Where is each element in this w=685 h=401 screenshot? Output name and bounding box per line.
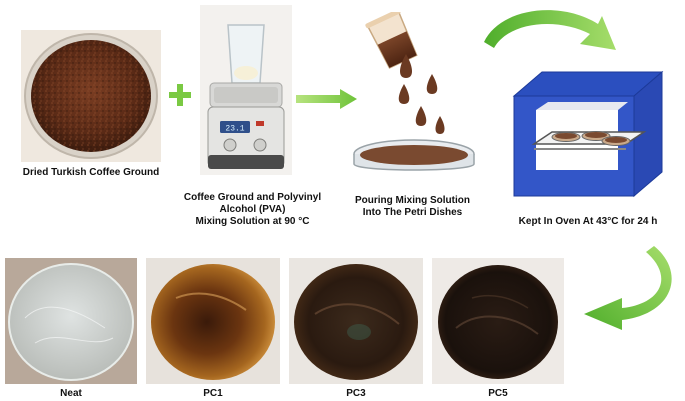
step3-caption-line2: Into The Petri Dishes [362, 207, 463, 218]
plus-icon [169, 84, 191, 106]
sample-pc3-label: PC3 [346, 388, 366, 399]
step2-caption-line3: Mixing Solution at 90 °C [195, 216, 310, 227]
curved-arrow-down-icon [480, 2, 630, 66]
sample-neat-photo [5, 258, 137, 384]
oven-illustration [508, 66, 666, 198]
hotplate-stirrer-photo: 23.1 [200, 5, 292, 175]
sample-pc3-photo [289, 258, 423, 384]
step2-caption: Coffee Ground and Polyvinyl Alcohol (PVA… [160, 192, 345, 228]
sample-pc1-label: PC1 [203, 388, 223, 399]
curved-arrow-left-icon [582, 246, 682, 332]
hotplate-display: 23.1 [225, 125, 244, 134]
step3-caption: Pouring Mixing Solution Into The Petri D… [345, 195, 480, 219]
step1-caption: Dried Turkish Coffee Ground [22, 167, 160, 178]
sample-pc1-photo [146, 258, 280, 384]
right-arrow-icon [296, 88, 358, 110]
step2-caption-line1: Coffee Ground and Polyvinyl [183, 192, 322, 203]
sample-pc5-photo [432, 258, 564, 384]
step3-caption-line1: Pouring Mixing Solution [355, 195, 470, 206]
sample-pc5-label: PC5 [488, 388, 508, 399]
coffee-ground-photo [21, 30, 161, 162]
pouring-illustration [342, 12, 482, 180]
step2-caption-line2: Alcohol (PVA) [219, 204, 286, 215]
sample-neat-label: Neat [60, 388, 82, 399]
step4-caption: Kept In Oven At 43°C for 24 h [518, 216, 658, 227]
